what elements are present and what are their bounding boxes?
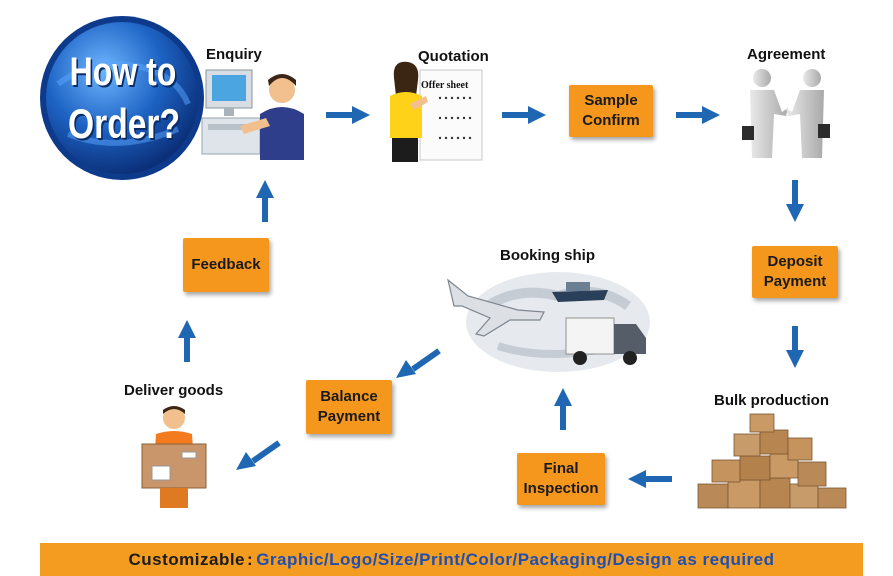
step-booking-ship-label: Booking ship [500,247,595,264]
arrow-diagonal-2 [236,440,281,470]
shipping-logistics-icon [447,272,650,372]
arrow-right-1 [326,106,370,124]
offer-sheet-dots [438,96,472,140]
arrow-up-1 [554,388,572,430]
arrow-down-2 [786,326,804,368]
quotation-woman-icon [390,61,483,162]
offer-sheet-title: Offer sheet [421,80,469,91]
how-to-order-badge: How to Order? [38,14,206,182]
arrow-up-2 [178,320,196,362]
globe-icon [40,16,204,180]
arrow-diagonal-1 [396,348,441,378]
badge-line-2: Order? [67,100,181,147]
step-quotation-label: Quotation [418,48,489,65]
deposit-payment-line-1: Deposit [767,253,823,270]
deposit-payment-line-2: Payment [763,273,827,290]
step-agreement-label: Agreement [747,46,826,63]
balance-payment-line-2: Payment [317,408,381,425]
final-inspection-line-2: Inspection [523,480,599,497]
balance-payment-line-1: Balance [320,388,378,405]
step-feedback: Feedback [183,238,269,292]
delivery-man-icon [141,406,207,508]
final-inspection-line-1: Final [543,460,579,477]
feedback-label: Feedback [191,256,261,273]
handshake-icon [742,69,830,158]
sample-confirm-line-2: Confirm [582,112,640,129]
customizable-key: Customizable [128,549,246,569]
step-enquiry-label: Enquiry [206,46,262,63]
arrow-right-3 [676,106,720,124]
computer-user-icon [201,69,304,160]
step-bulk-production-label: Bulk production [714,392,829,409]
step-deliver-goods-label: Deliver goods [124,382,224,399]
customizable-banner: Customizable : Graphic/Logo/Size/Print/C… [40,543,863,576]
badge-line-1: How to [69,50,177,94]
arrow-left-1 [628,470,672,488]
cardboard-boxes-icon [697,413,847,509]
arrow-right-2 [502,106,546,124]
arrow-up-3 [256,180,274,222]
customizable-value: Graphic/Logo/Size/Print/Color/Packaging/… [256,549,775,569]
arrow-down-1 [786,180,804,222]
sample-confirm-line-1: Sample [584,92,638,109]
customizable-separator: : [247,549,254,569]
